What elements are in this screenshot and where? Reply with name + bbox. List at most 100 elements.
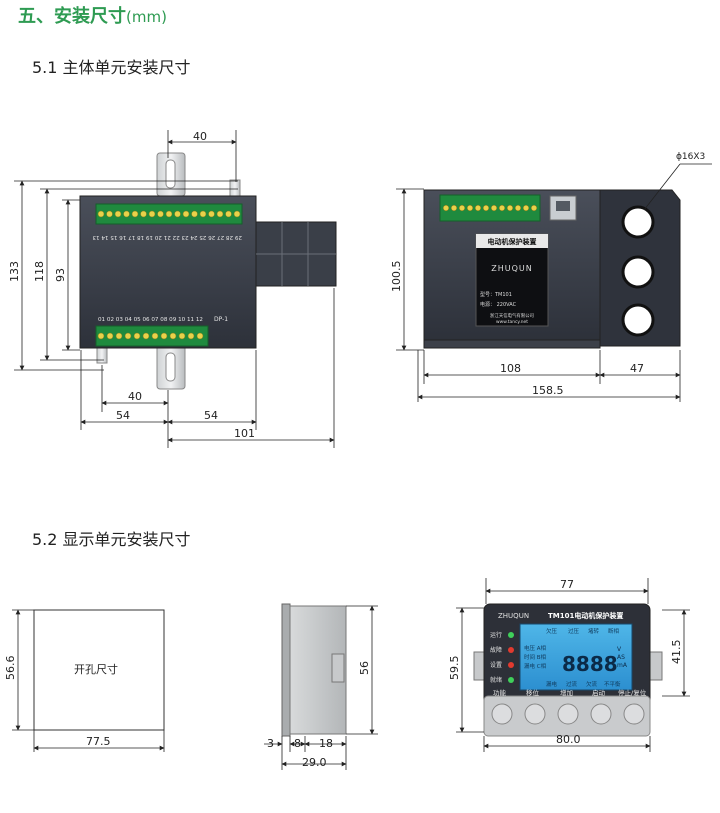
dim-side-3: 3	[267, 737, 274, 750]
cutout-rect	[33, 609, 165, 731]
terminal-screw	[466, 204, 474, 212]
terminal-screw	[506, 204, 514, 212]
dim-width-101: 101	[234, 427, 255, 440]
lcd-top-label-3: 堵转	[588, 627, 600, 635]
terminal-screw	[157, 210, 164, 218]
button-function[interactable]	[491, 703, 513, 725]
dim-panel-height-41-5: 41.5	[670, 640, 683, 665]
lcd-digits: 8888	[562, 652, 618, 676]
cutout-label: 开孔尺寸	[74, 662, 118, 676]
terminal-screw	[208, 210, 215, 218]
section1-title: 5.1 主体单元安装尺寸	[32, 58, 191, 77]
terminal-screw	[182, 210, 190, 218]
button-shift[interactable]	[524, 703, 546, 725]
terminal-screw	[115, 332, 123, 340]
lcd-bottom-label-2: 过流	[566, 680, 578, 688]
lcd-screen	[519, 623, 633, 691]
terminal-screw	[106, 210, 113, 218]
button-start[interactable]	[590, 703, 612, 725]
terminal-screw	[458, 204, 466, 212]
button-label-shift: 移位	[526, 688, 540, 697]
status-label-fault: 故障	[490, 646, 502, 654]
terminal-screw	[498, 204, 506, 212]
dim-height-133: 133	[8, 261, 21, 282]
lcd-top-label-1: 欠压	[546, 627, 558, 635]
lcd-bottom-label-4: 不平衡	[604, 680, 621, 688]
terminal-strip-top	[95, 203, 243, 225]
dim-right-54: 54	[204, 409, 218, 422]
status-label-ready: 就绪	[490, 676, 502, 684]
dim-width-108: 108	[500, 362, 521, 375]
dim-side-8: 8	[294, 737, 301, 750]
dim-height-100-5: 100.5	[390, 261, 403, 293]
led-ready	[508, 677, 514, 683]
dim-left-54: 54	[116, 409, 130, 422]
terminal-screw	[490, 204, 498, 212]
display-panel-view: ZHUQUN TM101电动机保护装置 运行 故障 设置 就绪 欠压 过压 堵转…	[448, 578, 690, 752]
terminal-screw	[196, 332, 204, 340]
dim-cutout-width: 77.5	[86, 735, 111, 748]
terminal-screw	[114, 210, 122, 218]
terminal-screw	[142, 332, 150, 340]
terminal-screw	[131, 210, 139, 218]
terminal-screw	[450, 204, 458, 212]
label-title: 电动机保护装置	[488, 237, 537, 246]
lcd-unit-ma: mA	[617, 662, 628, 669]
cable-hole-1	[621, 205, 655, 239]
lcd-top-label-4: 断相	[608, 627, 620, 635]
terminal-screw	[140, 210, 147, 218]
lcd-left-label-1: 电压 A相	[524, 644, 547, 652]
terminal-screw	[169, 332, 177, 340]
dim-width-158-5: 158.5	[532, 384, 564, 397]
terminal-screw	[97, 210, 105, 218]
terminal-screw	[165, 210, 173, 218]
led-set	[508, 662, 514, 668]
button-label-function: 功能	[493, 688, 507, 697]
terminal-screw	[187, 332, 195, 340]
dim-hole: ϕ16X3	[676, 152, 705, 162]
dim-panel-width-77: 77	[560, 578, 574, 591]
terminal-screw	[199, 210, 207, 218]
terminal-bottom-numbers: 01 02 03 04 05 06 07 08 09 10 11 12	[98, 317, 203, 323]
section2-title: 5.2 显示单元安装尺寸	[32, 530, 191, 549]
button-increase[interactable]	[557, 703, 579, 725]
cable-hole-2	[621, 255, 655, 289]
panel-cutout-view: 开孔尺寸 56.6 77.5	[4, 609, 165, 752]
terminal-screw	[124, 332, 132, 340]
dim-panel-width-80: 80.0	[556, 733, 581, 746]
model-tag: DP-1	[214, 316, 228, 323]
terminal-screw	[442, 204, 450, 212]
lcd-unit-v: V	[617, 646, 622, 653]
main-unit-top-view: 29 28 27 26 25 24 23 22 21 20 19 18 17 1…	[8, 130, 337, 448]
rail-slot-top	[165, 159, 176, 189]
label-maker: 浙江天信电气有限公司	[490, 312, 534, 319]
terminal-screw	[225, 210, 232, 218]
button-label-stop-reset: 停止/复位	[618, 688, 647, 697]
dim-width-47: 47	[630, 362, 644, 375]
terminal-screw	[178, 332, 186, 340]
led-run	[508, 632, 514, 638]
lcd-top-label-2: 过压	[568, 627, 580, 635]
rail-slot-bottom	[165, 352, 176, 382]
terminal-screw	[97, 332, 105, 340]
label-power: 电源： 220VAC	[480, 301, 517, 308]
product-label	[475, 233, 549, 327]
dim-bottom-40: 40	[128, 390, 142, 403]
terminal-screw	[514, 204, 522, 212]
led-fault	[508, 647, 514, 653]
button-stop-reset[interactable]	[623, 703, 645, 725]
panel-brand: ZHUQUN	[498, 612, 529, 620]
terminal-screw	[522, 204, 530, 212]
rj45-port	[549, 195, 577, 221]
lcd-bottom-label-1: 漏电	[546, 680, 558, 688]
label-brand: ZHUQUN	[491, 264, 533, 273]
terminal-strip-bottom	[95, 325, 209, 347]
terminal-screw	[191, 210, 198, 218]
terminal-screw	[530, 204, 538, 212]
terminal-screw	[106, 332, 114, 340]
lcd-bottom-label-3: 欠流	[586, 680, 598, 688]
lcd-left-label-2: 时间 B相	[524, 653, 547, 661]
terminal-screw	[216, 210, 224, 218]
status-label-set: 设置	[490, 661, 502, 669]
